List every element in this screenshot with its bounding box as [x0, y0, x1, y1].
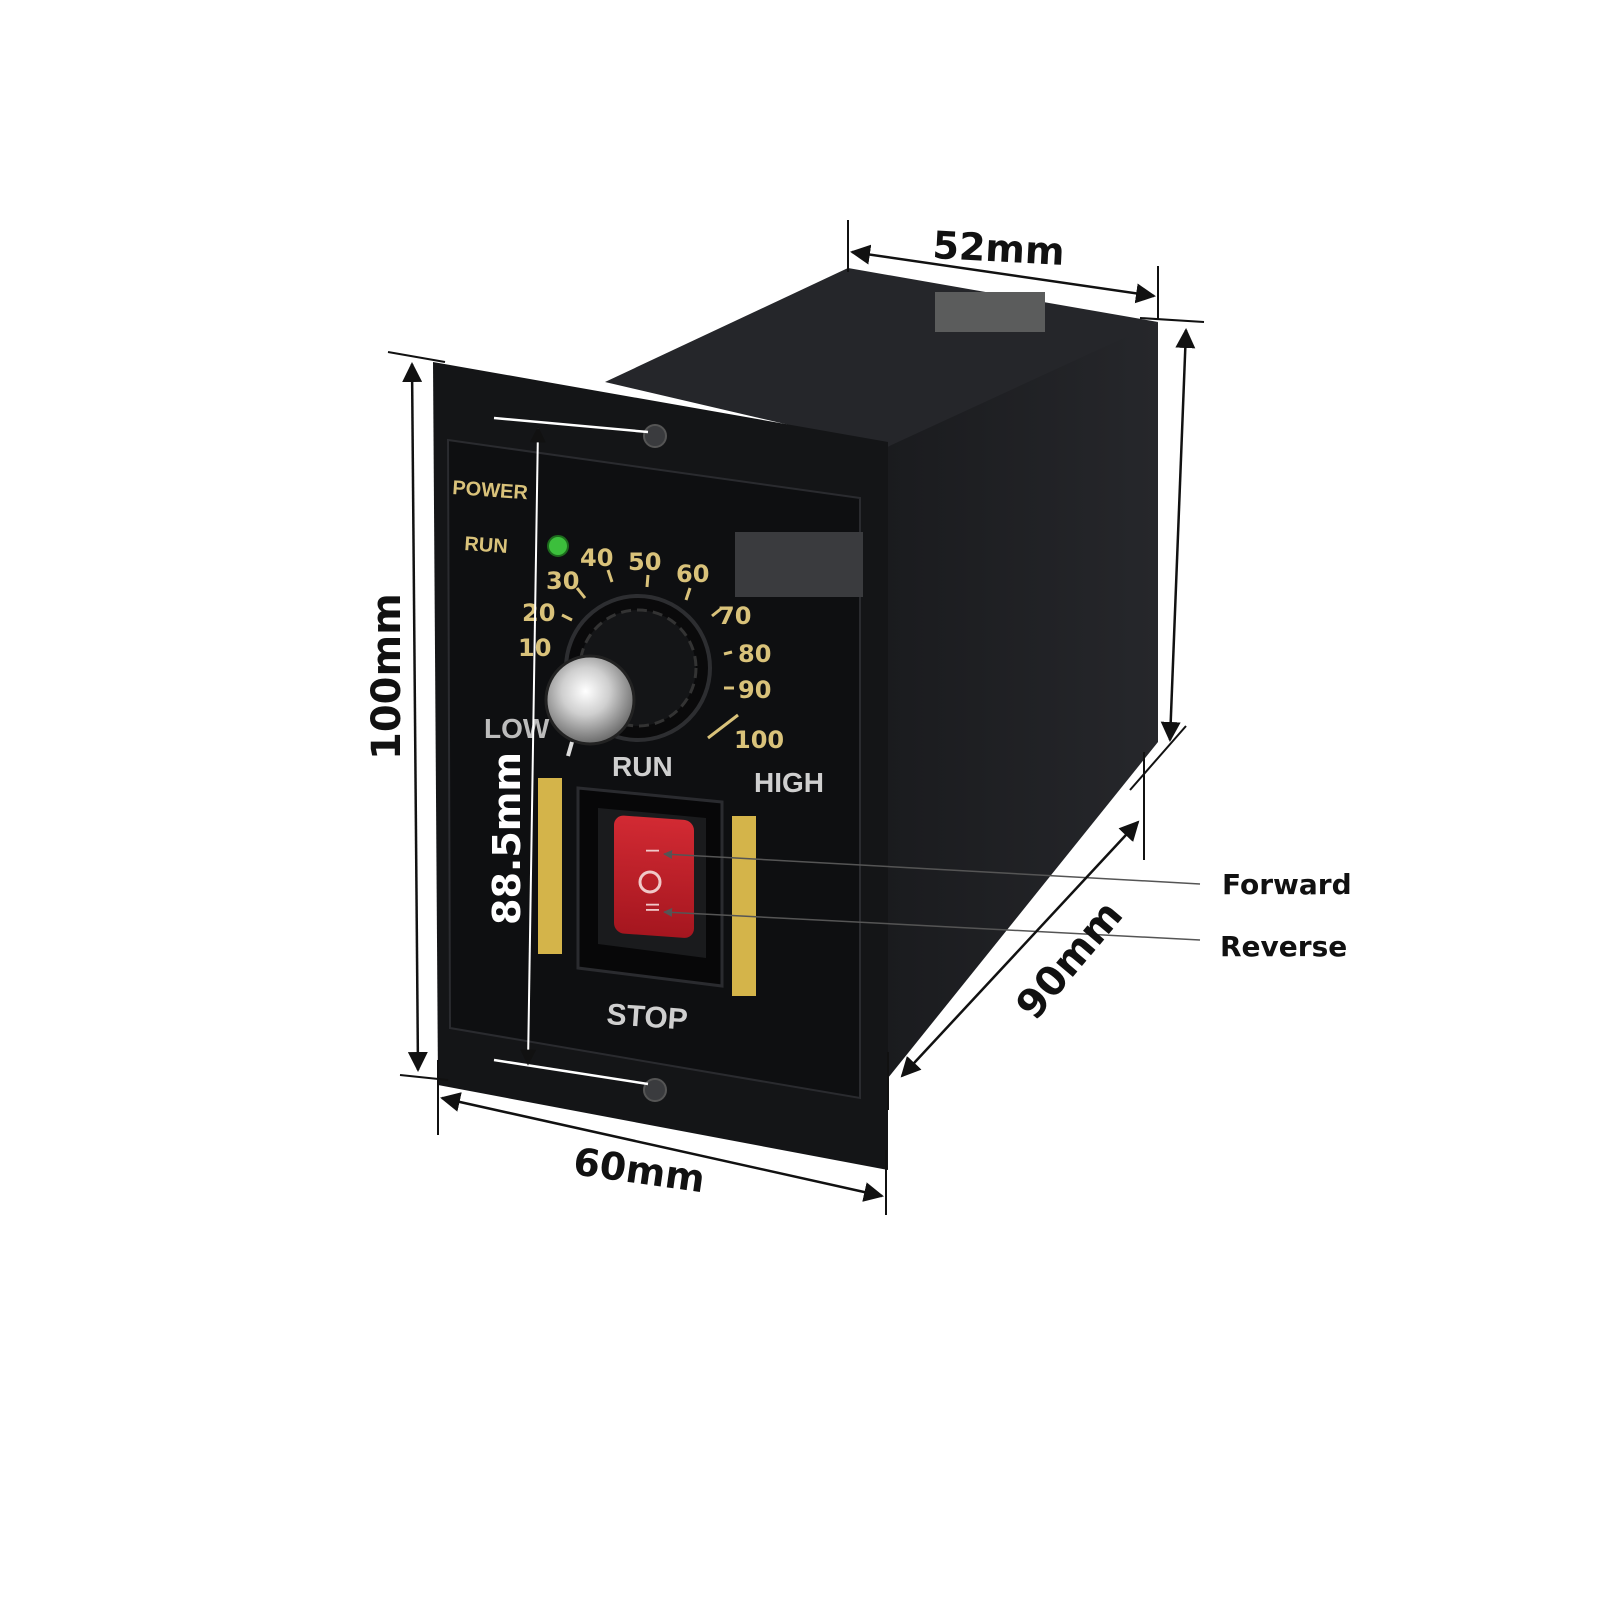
scale-tick-marks — [561, 569, 739, 740]
panel-height-ext-bottom — [399, 1074, 449, 1081]
panel-width-label: 60mm — [571, 1139, 708, 1201]
hole-spacing-label: 88.5mm — [485, 752, 529, 925]
low-label: LOW — [484, 713, 550, 744]
top-width-dim-line — [850, 244, 1156, 304]
hole-spacing-dim-line — [520, 426, 546, 1066]
scale-tick-100: 100 — [734, 726, 784, 754]
power-label: POWER — [452, 477, 529, 504]
run-indicator-label: RUN — [464, 533, 509, 558]
run-led-icon — [547, 535, 569, 557]
switch-run-label: RUN — [612, 751, 673, 782]
hole-spacing-ext-bottom — [493, 1058, 649, 1086]
right-height-ext-top — [1139, 317, 1205, 323]
panel-height-ext-top — [387, 351, 446, 363]
high-label: HIGH — [754, 767, 824, 798]
switch-forward-symbol: I — [641, 848, 662, 853]
scale-tick-30: 30 — [546, 567, 579, 595]
panel-height-label: 100mm — [364, 593, 410, 760]
reverse-callout-label: Reverse — [1220, 930, 1347, 963]
left-gold-strip — [538, 778, 562, 954]
switch-reverse-symbol: II — [641, 902, 662, 913]
rocker-switch-icon[interactable] — [576, 786, 724, 988]
scale-tick-90: 90 — [738, 676, 771, 704]
scale-tick-50: 50 — [628, 548, 661, 576]
top-mount-hole — [643, 424, 667, 448]
right-gold-strip — [732, 816, 756, 996]
panel-width-dim-line — [440, 1092, 884, 1202]
speed-knob-icon[interactable] — [544, 594, 712, 757]
forward-callout-label: Forward — [1222, 868, 1352, 901]
bottom-mount-hole — [643, 1078, 667, 1102]
scale-tick-20: 20 — [522, 599, 555, 627]
scale-tick-70: 70 — [718, 602, 751, 630]
switch-off-symbol — [638, 870, 662, 894]
hole-spacing-ext-top — [493, 416, 649, 434]
scale-tick-60: 60 — [676, 560, 709, 588]
stop-label: STOP — [606, 998, 689, 1037]
top-width-label: 52mm — [932, 223, 1066, 274]
right-height-dim-line — [1160, 328, 1196, 742]
top-label-patch — [935, 292, 1045, 332]
depth-dim-line — [900, 820, 1140, 1078]
depth-label: 90mm — [1007, 892, 1132, 1028]
display-window — [735, 532, 863, 597]
scale-tick-80: 80 — [738, 640, 771, 668]
panel-height-dim-line — [402, 362, 428, 1072]
scale-tick-40: 40 — [580, 544, 613, 572]
housing-side-face — [885, 322, 1158, 1078]
